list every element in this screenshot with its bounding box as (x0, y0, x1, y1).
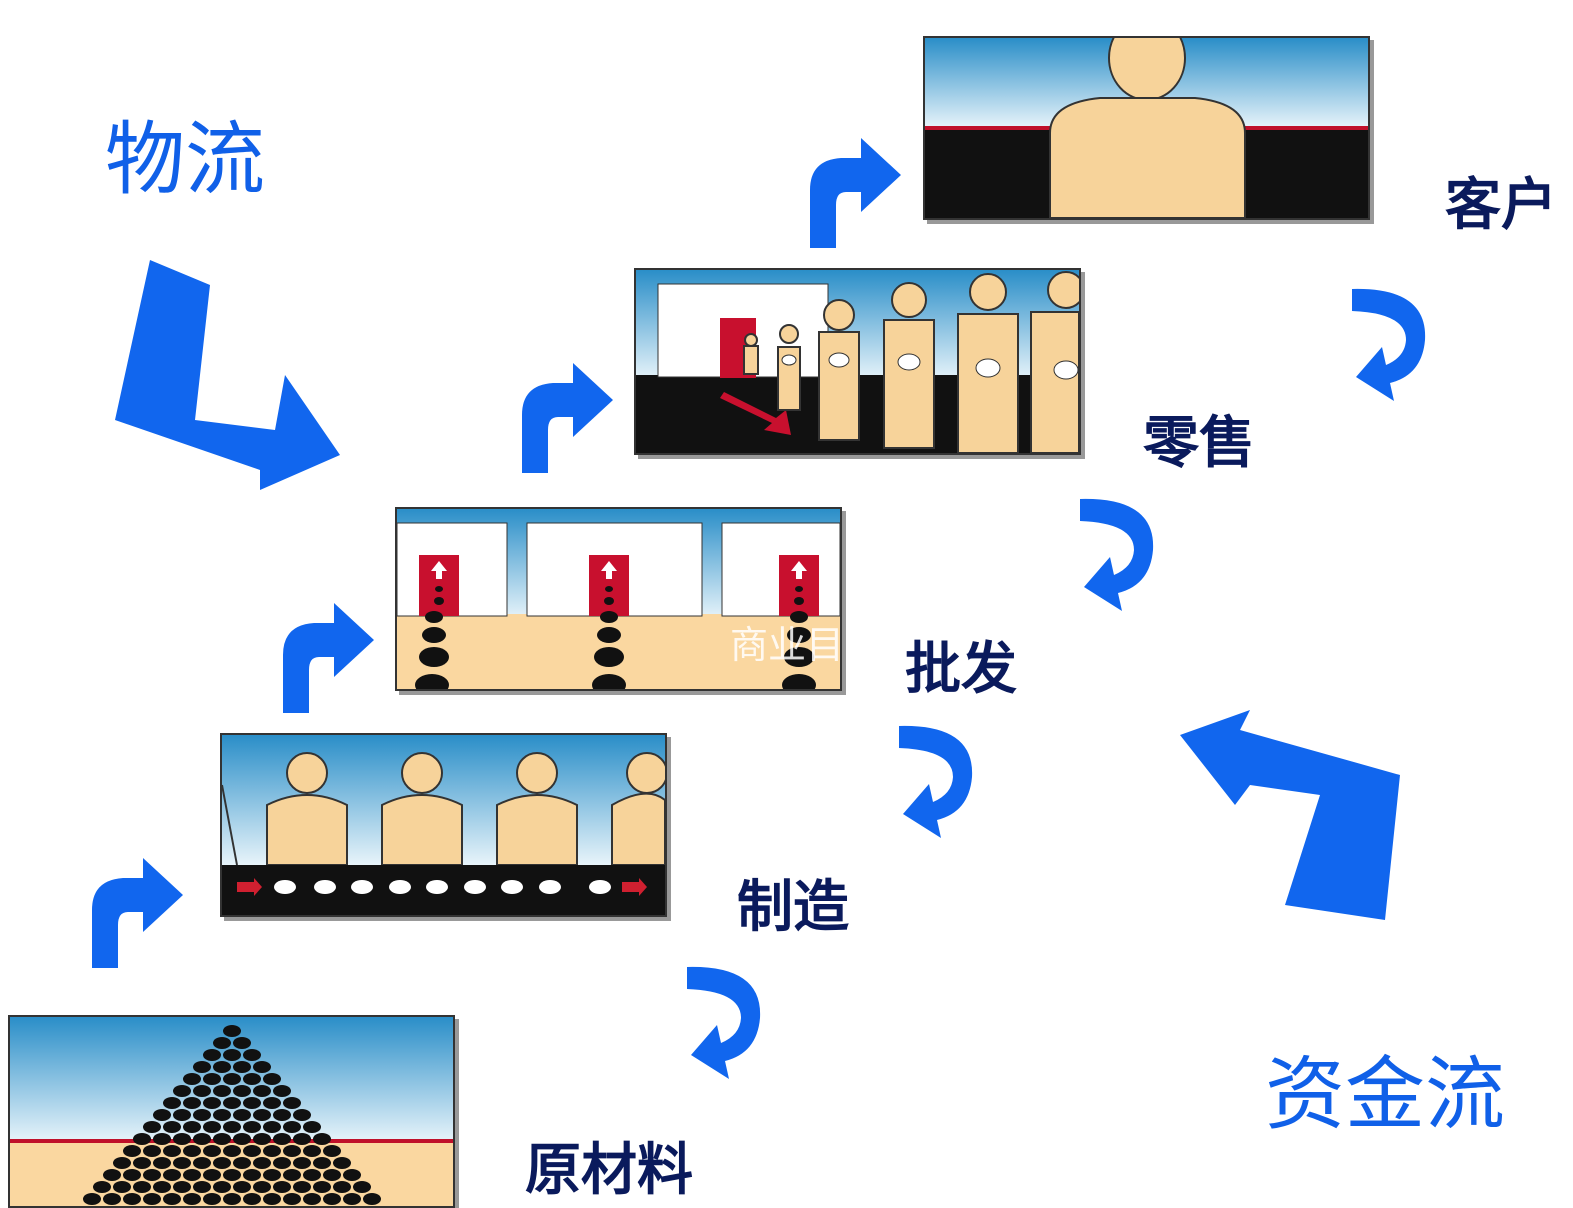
material-flow-label: 物流 (105, 113, 265, 206)
manufacturing-panel (220, 733, 667, 917)
material-step-arrow-3-icon (522, 363, 613, 473)
raw-material-label: 原材料 (525, 1138, 693, 1203)
manufacturing-label: 制造 (737, 875, 849, 940)
material-flow-arrow-icon (115, 260, 340, 490)
wholesale-panel (395, 507, 842, 691)
customer-label: 客户 (1445, 173, 1557, 238)
capital-step-arrow-2-icon (899, 725, 973, 838)
capital-step-arrow-3-icon (1080, 498, 1154, 611)
retail-label: 零售 (1143, 411, 1255, 476)
wholesale-label: 批发 (905, 637, 1017, 702)
material-step-arrow-1-icon (92, 858, 183, 968)
capital-step-arrow-4-icon (1352, 288, 1426, 401)
capital-step-arrow-1-icon (687, 966, 761, 1079)
watermark-text: 商业目 (730, 623, 842, 667)
capital-flow-arrow-icon (1180, 710, 1400, 920)
material-step-arrow-4-icon (810, 138, 901, 248)
material-step-arrow-2-icon (283, 603, 374, 713)
capital-flow-label: 资金流 (1265, 1048, 1505, 1141)
raw-material-panel (8, 1015, 455, 1208)
customer-panel (923, 36, 1370, 220)
retail-panel (634, 268, 1081, 455)
